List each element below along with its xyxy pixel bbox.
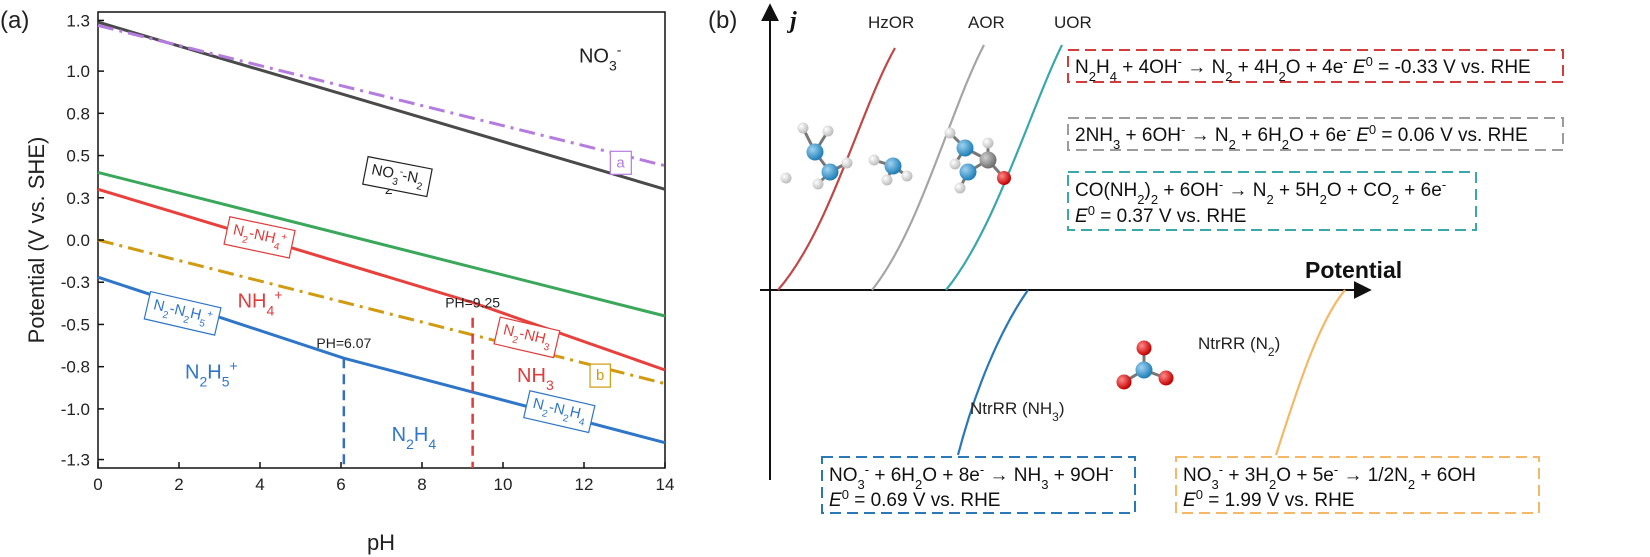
- x-tick-label: 8: [417, 475, 426, 494]
- y-tick-label: 0.3: [66, 189, 90, 208]
- y-tick-label: 0.8: [66, 104, 90, 123]
- region-label-4: N2H5+: [185, 357, 238, 389]
- potential-axis-label: Potential: [1305, 257, 1402, 283]
- region-label-2: NH4+: [238, 287, 283, 319]
- series-line-b: [97, 238, 666, 386]
- series-line-a: [97, 24, 666, 168]
- line-label-box: [523, 390, 596, 434]
- y-tick-label: -0.3: [61, 273, 90, 292]
- line-label-text: b: [596, 367, 604, 384]
- equation-eq-ntrrr-n2-line1: NO3- + 3H2O + 5e- → 1/2N2 + 6OH: [1183, 462, 1476, 492]
- x-tick-label: 14: [656, 475, 675, 494]
- equation-eq-ntrrr-nh3-line1: NO3- + 6H2O + 8e- → NH3 + 9OH-: [829, 462, 1114, 492]
- eq-box-aor: [1067, 117, 1564, 151]
- x-tick-label: 2: [174, 475, 183, 494]
- y-tick-label: -0.5: [61, 315, 90, 334]
- line-label-box: [609, 150, 632, 175]
- curve-label-hzor: HzOR: [868, 13, 914, 32]
- y-axis-label: Potential (V vs. SHE): [24, 137, 49, 344]
- y-tick-label: 0.5: [66, 147, 90, 166]
- x-tick-label: 4: [255, 475, 264, 494]
- line-label-text: N2-NH4+: [231, 221, 289, 254]
- x-tick-label: 10: [494, 475, 513, 494]
- equation-eq-hzor-line1: N2H4 + 4OH- → N2 + 4H2O + 4e- E0 = -0.33…: [1075, 54, 1531, 84]
- vline-group: PH=6.07 PH=9.25: [316, 295, 500, 468]
- y-tick-label: 1.0: [66, 62, 90, 81]
- line-label-lbl-n2h5: N2-N2H5+: [143, 290, 222, 336]
- curve-label-ntrrr-n2: NtrRR (N2): [1198, 334, 1280, 359]
- line-label-lbl-n2h4: N2-N2H4: [523, 390, 596, 434]
- region-label-5: N2H4: [392, 424, 437, 452]
- eq-box-hzor: [1067, 49, 1564, 83]
- curve-label-uor: UOR: [1054, 13, 1092, 32]
- series-n2-nh4: [97, 187, 666, 372]
- eq-box-uor: [1067, 171, 1477, 231]
- line-label-text: N2-NH3: [501, 321, 554, 353]
- line-label-lbl-nh4: N2-NH4+: [223, 216, 296, 259]
- x-tick-label: 0: [93, 475, 102, 494]
- y-tick-label: 0.0: [66, 231, 90, 250]
- plot-frame: [97, 11, 666, 469]
- line-label-lbl-b: b: [589, 363, 611, 388]
- equation-eq-ntrrr-n2-line2: E0 = 1.99 V vs. RHE: [1183, 487, 1354, 512]
- line-label-box: [223, 216, 296, 259]
- line-label-text: NO3--N2: [369, 161, 425, 193]
- curve-label-aor: AOR: [968, 13, 1005, 32]
- region-label-3: NH3: [517, 365, 554, 393]
- line-label-text: N2-N2H4: [530, 395, 588, 428]
- curve-aor: [871, 44, 985, 291]
- equation-eq-uor-line1: CO(NH2)2 + 6OH- → N2 + 5H2O + CO2 + 6e-: [1075, 177, 1446, 207]
- equation-eq-uor-line2: E0 = 0.37 V vs. RHE: [1075, 203, 1246, 228]
- y-tick-label: -1.3: [61, 451, 90, 470]
- panel-b: (b) j Potential HzOR AOR UOR NtrRR (NH3)…: [708, 3, 1564, 514]
- y-tick-label: -0.8: [61, 358, 90, 377]
- line-label-box: [589, 363, 611, 388]
- urea-molecule: [944, 127, 1011, 194]
- curve-ntrrr-nh3: [956, 289, 1029, 456]
- x-tick-label: 12: [575, 475, 594, 494]
- eq-box-ntrrr-nh3: [821, 456, 1136, 514]
- panel-b-label: (b): [708, 7, 737, 34]
- panel-a-label: (a): [0, 7, 29, 34]
- line-label-box: [493, 316, 561, 359]
- vline-label-0: PH=6.07: [316, 335, 371, 351]
- tick-group: 0 2 4 6 8 10 12 14 1.3 1.0 0.8 0.5 0.3 0.0 -0.3 -0.5 -0.…: [61, 11, 675, 494]
- equation-eq-aor-line1: 2NH3 + 6OH- → N2 + 6H2O + 6e- E0 = 0.06 …: [1075, 122, 1528, 152]
- eq-box-ntrrr-n2: [1175, 456, 1540, 514]
- curve-hzor: [777, 47, 896, 291]
- curve-ntrrr-n2: [1274, 289, 1346, 456]
- curve-label-ntrrr-nh3: NtrRR (NH3): [970, 399, 1065, 424]
- line-label-box: [143, 290, 222, 336]
- y-tick-label: -1.0: [61, 400, 90, 419]
- x-tick-label: 6: [336, 475, 345, 494]
- equation-text-group: N2H4 + 4OH- → N2 + 4H2O + 4e- E0 = -0.33…: [829, 54, 1531, 512]
- line-label-box: [362, 155, 433, 198]
- y-tick-label: 1.3: [66, 11, 90, 30]
- series-group: [97, 20, 666, 445]
- line-label-lbl-a: a: [609, 150, 632, 175]
- equation-eq-ntrrr-nh3-line2: E0 = 0.69 V vs. RHE: [829, 487, 1000, 512]
- ammonia-molecule: [868, 154, 913, 186]
- line-label-text: a: [616, 154, 625, 171]
- curve-uor: [945, 44, 1063, 291]
- vline-label-1: PH=9.25: [445, 295, 500, 311]
- line-label-lbl-nh3: N2-NH3: [493, 316, 561, 359]
- line-label-group: NO3--N2 aN2-NH4+ N2-N2H5+ N2-NH3 bN2-N2H4: [143, 150, 632, 434]
- j-axis-label: j: [786, 8, 797, 34]
- x-axis-label: pH: [367, 530, 395, 555]
- line-label-lbl-no3: NO3--N2: [362, 155, 433, 198]
- line-label-text: N2-N2H5+: [151, 296, 215, 331]
- nitrate-molecule: [1116, 340, 1174, 390]
- series-green: [97, 170, 666, 318]
- region-label-0: NO3-: [579, 42, 622, 74]
- hydrazine-molecule: [780, 122, 853, 190]
